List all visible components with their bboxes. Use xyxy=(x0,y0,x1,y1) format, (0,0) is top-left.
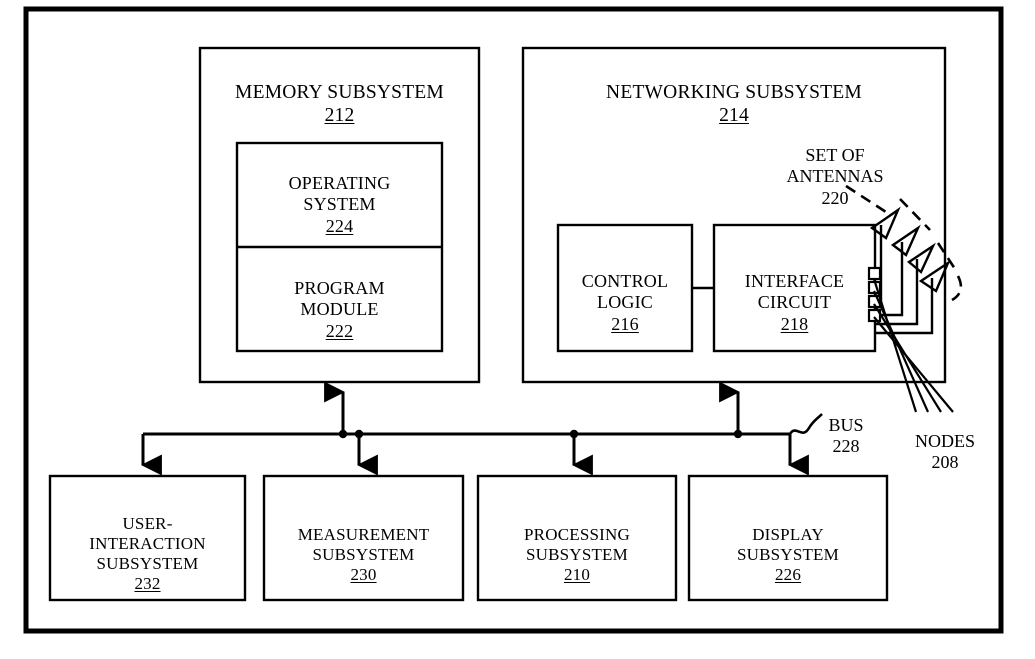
antenna-icon-1 xyxy=(869,206,901,292)
networking-subsystem-label: NETWORKING SUBSYSTEM 214 xyxy=(523,58,945,150)
antenna-icon-3 xyxy=(906,242,936,308)
display-subsystem-ref: 226 xyxy=(774,565,802,585)
bus-title: BUS xyxy=(828,415,864,436)
user-interaction-subsystem-ref: 232 xyxy=(134,574,161,594)
bus-label-leader xyxy=(788,413,823,435)
memory-subsystem-title: MEMORY SUBSYSTEM xyxy=(235,82,444,103)
measurement-subsystem-ref: 230 xyxy=(350,565,377,585)
control-logic-label: CONTROL LOGIC 216 xyxy=(558,250,692,356)
nodes-title: NODES xyxy=(914,431,975,452)
interface-circuit-title: INTERFACE CIRCUIT xyxy=(744,271,845,313)
processing-subsystem-box xyxy=(476,474,678,602)
user-interaction-subsystem-label: USER- INTERACTION SUBSYSTEM 232 xyxy=(50,494,245,614)
program-module-label: PROGRAM MODULE 222 xyxy=(237,257,442,363)
antenna-icon-4 xyxy=(918,259,951,315)
operating-system-title: OPERATING SYSTEM xyxy=(288,173,391,215)
processing-subsystem-label: PROCESSING SUBSYSTEM 210 xyxy=(478,505,676,605)
control-logic-title: CONTROL LOGIC xyxy=(581,271,669,313)
interface-circuit-ref: 218 xyxy=(780,313,809,334)
operating-system-ref: 224 xyxy=(325,215,354,236)
measurement-subsystem-box xyxy=(262,474,465,602)
bus-callout: BUS 228 xyxy=(806,394,886,479)
display-subsystem-box xyxy=(687,474,889,602)
set-of-antennas-title: SET OF ANTENNAS xyxy=(786,145,884,187)
control-logic-box xyxy=(556,223,694,353)
set-of-antennas-leader xyxy=(845,184,963,302)
bus-down-links xyxy=(140,434,809,476)
antenna-icon-2 xyxy=(890,224,921,300)
nodes-ref: 208 xyxy=(931,452,959,473)
display-subsystem-title: DISPLAY SUBSYSTEM xyxy=(737,525,839,565)
display-subsystem-label: DISPLAY SUBSYSTEM 226 xyxy=(689,505,887,605)
program-module-ref: 222 xyxy=(325,320,354,341)
memory-subsystem-label: MEMORY SUBSYSTEM 212 xyxy=(200,58,479,150)
control-logic-ref: 216 xyxy=(611,313,639,334)
operating-system-label: OPERATING SYSTEM 224 xyxy=(237,152,442,258)
user-interaction-subsystem-box xyxy=(48,474,247,602)
set-of-antennas-callout: SET OF ANTENNAS 220 xyxy=(750,124,920,230)
device-boundary-rect xyxy=(23,6,1004,634)
bus-up-links xyxy=(324,381,741,434)
interface-circuit-label: INTERFACE CIRCUIT 218 xyxy=(714,250,875,356)
networking-subsystem-title: NETWORKING SUBSYSTEM xyxy=(606,82,862,103)
nodes-callout: NODES 208 xyxy=(890,410,1000,495)
user-interaction-subsystem-title: USER- INTERACTION SUBSYSTEM xyxy=(89,514,206,574)
program-module-title: PROGRAM MODULE xyxy=(294,278,385,320)
measurement-subsystem-label: MEASUREMENT SUBSYSTEM 230 xyxy=(264,505,463,605)
memory-subsystem-ref: 212 xyxy=(324,105,355,126)
measurement-subsystem-title: MEASUREMENT SUBSYSTEM xyxy=(297,525,430,565)
processing-subsystem-title: PROCESSING SUBSYSTEM xyxy=(524,525,630,565)
set-of-antennas-ref: 220 xyxy=(821,187,849,208)
bus-ref: 228 xyxy=(832,436,860,457)
networking-subsystem-ref: 214 xyxy=(719,105,749,126)
processing-subsystem-ref: 210 xyxy=(563,565,591,585)
nodes-leader-lines xyxy=(872,278,954,413)
